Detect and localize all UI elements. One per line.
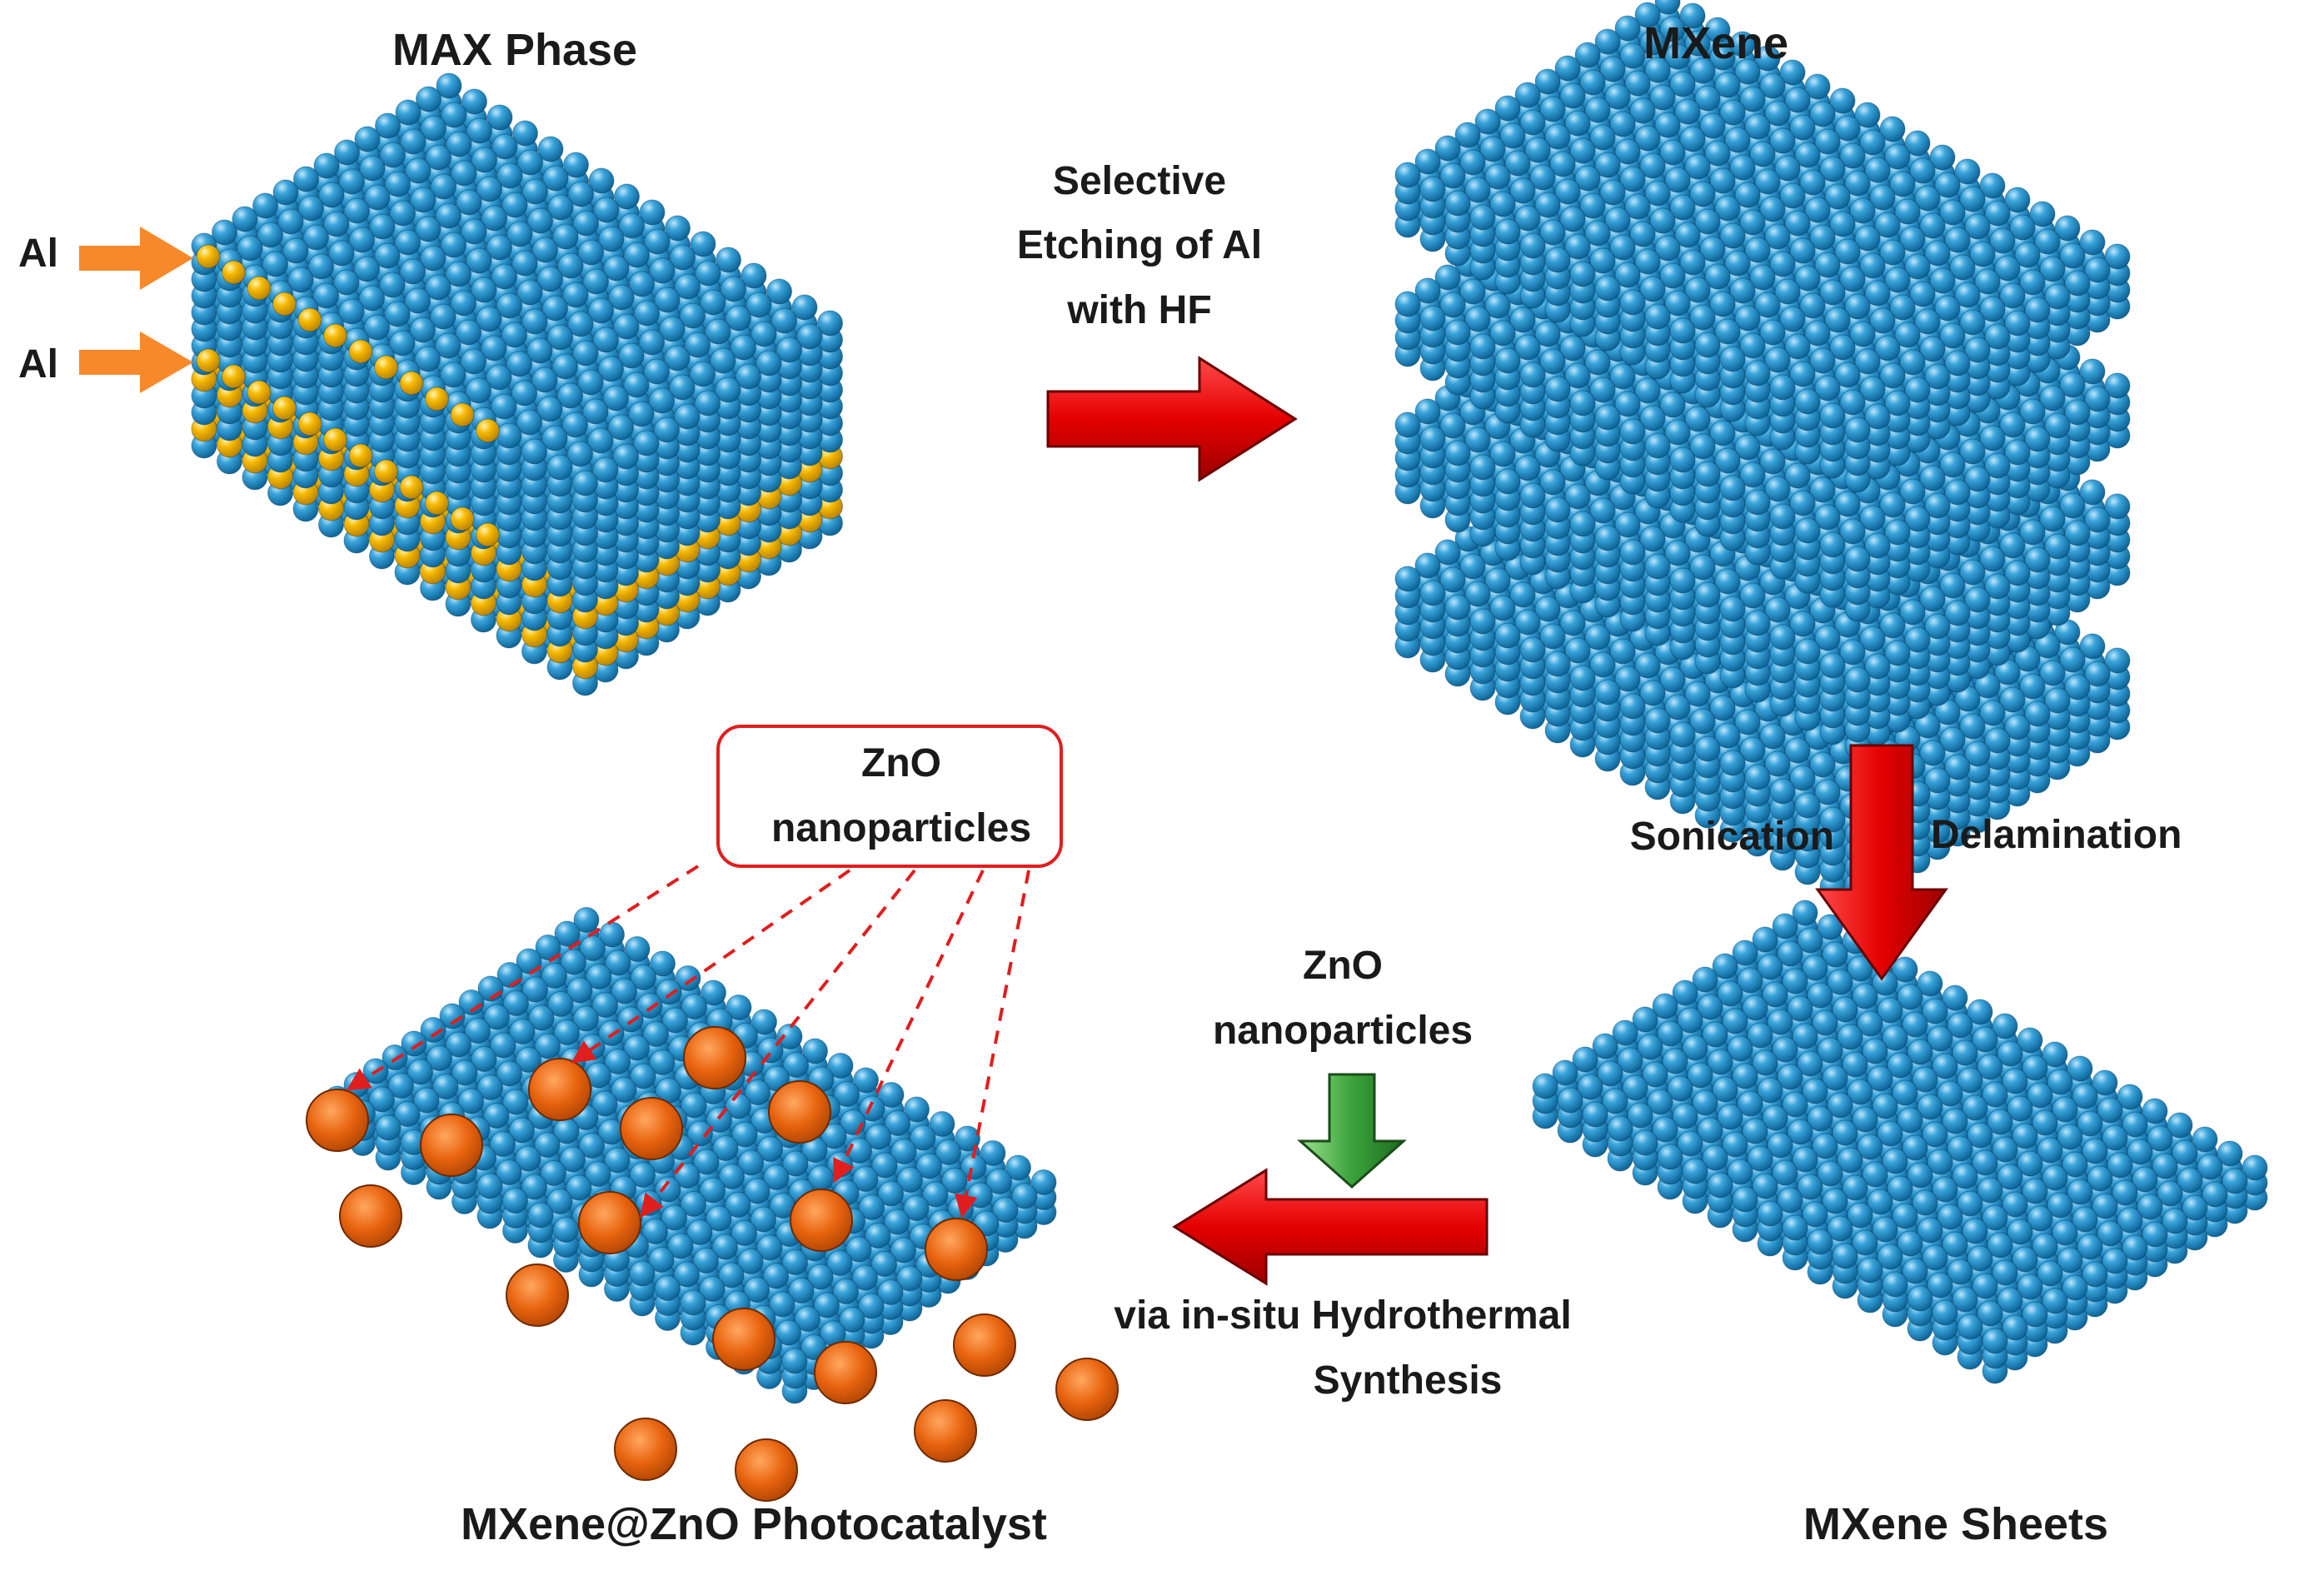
atom bbox=[1444, 594, 1471, 621]
atom bbox=[247, 380, 272, 405]
atom bbox=[323, 323, 347, 348]
atom bbox=[399, 371, 424, 396]
atom bbox=[1744, 764, 1771, 790]
atom bbox=[272, 396, 297, 421]
atom bbox=[496, 422, 522, 449]
atom bbox=[546, 454, 573, 481]
atom bbox=[476, 418, 500, 443]
atom bbox=[1519, 636, 1546, 663]
atom bbox=[1769, 778, 1796, 805]
atom bbox=[1594, 679, 1621, 705]
atom bbox=[1469, 608, 1496, 635]
atom bbox=[348, 443, 373, 468]
atom bbox=[399, 475, 424, 500]
atom bbox=[1494, 622, 1521, 649]
atom bbox=[222, 260, 246, 285]
atom bbox=[222, 364, 246, 389]
atom bbox=[348, 339, 373, 364]
atom bbox=[247, 276, 272, 301]
atom bbox=[1419, 580, 1446, 606]
atom bbox=[1644, 707, 1671, 734]
atom bbox=[1669, 721, 1696, 748]
atom bbox=[450, 506, 475, 531]
mxene-layered-structure bbox=[1394, 0, 2131, 914]
atom bbox=[476, 522, 500, 547]
atom bbox=[521, 438, 547, 465]
atom bbox=[297, 307, 322, 332]
atom bbox=[425, 491, 449, 516]
atom bbox=[1394, 566, 1421, 592]
max-phase-structure bbox=[191, 72, 843, 696]
atom bbox=[1619, 693, 1646, 720]
atom bbox=[196, 348, 221, 373]
atom bbox=[374, 355, 398, 380]
atom bbox=[323, 427, 347, 452]
atom bbox=[374, 459, 398, 484]
atom bbox=[1544, 650, 1571, 677]
atom bbox=[450, 402, 475, 427]
atom bbox=[1719, 750, 1746, 776]
atom bbox=[196, 244, 221, 269]
atom bbox=[272, 292, 297, 316]
atom bbox=[1569, 665, 1596, 691]
atom bbox=[1694, 735, 1721, 762]
atom bbox=[572, 470, 598, 496]
atom bbox=[425, 386, 449, 411]
atom bbox=[297, 411, 322, 436]
